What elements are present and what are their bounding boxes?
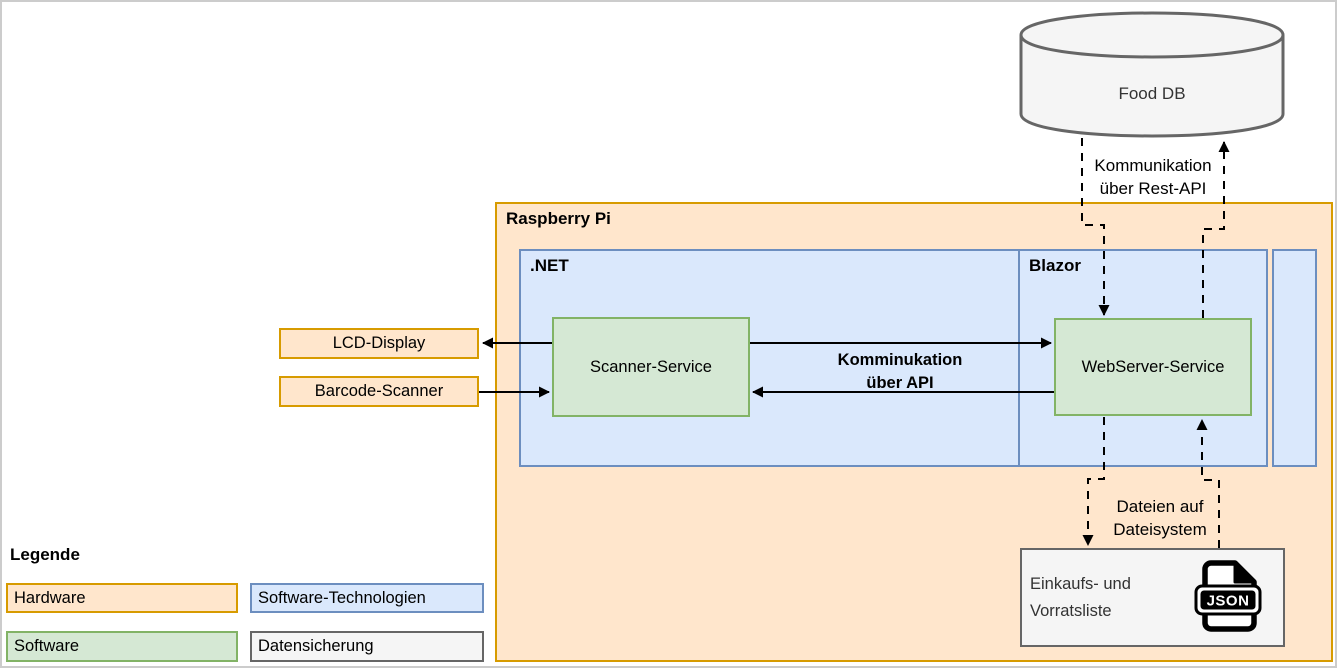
storage-list-node: Einkaufs- und Vorratsliste [1020,548,1285,647]
legend-item-hardware: Hardware [6,583,238,613]
blazor-side-strip [1272,249,1317,467]
webserver-service-node: WebServer-Service [1054,318,1252,416]
legend-item-datensicherung: Datensicherung [250,631,484,662]
edge-label-rest-api-line1: Kommunikation [1094,156,1212,175]
edge-label-files: Dateien auf Dateisystem [1113,495,1207,541]
lcd-display-label: LCD-Display [332,334,426,352]
edge-label-rest-api-line2: über Rest-API [1099,179,1207,198]
edge-label-rest-api: Kommunikation über Rest-API [1094,154,1211,200]
webserver-service-label: WebServer-Service [1081,357,1225,376]
legend-software-tech-label: Software-Technologien [258,588,426,607]
edge-label-files-line1: Dateien auf [1116,497,1204,516]
food-db-label: Food DB [1118,84,1186,103]
blazor-label: Blazor [1029,256,1081,275]
scanner-service-node: Scanner-Service [552,317,750,417]
edge-label-api-line2: über API [866,374,934,392]
legend-hardware-label: Hardware [14,588,86,607]
lcd-display-node: LCD-Display [279,328,479,359]
edge-label-files-line2: Dateisystem [1113,520,1207,539]
legend-software-label: Software [14,637,80,655]
food-db-cylinder-shape [1019,11,1285,138]
legend-datensicherung-label: Datensicherung [258,637,374,655]
legend-item-software-technologien: Software-Technologien [250,583,484,613]
edge-label-api-line1: Komminukation [837,351,963,369]
legend-item-software: Software [6,631,238,662]
dotnet-label: .NET [530,256,569,275]
barcode-scanner-node: Barcode-Scanner [279,376,479,407]
legend-title: Legende [10,545,80,564]
barcode-scanner-label: Barcode-Scanner [314,382,444,400]
edge-label-api: Komminukation über API [838,349,963,395]
raspberry-pi-label: Raspberry Pi [506,209,611,228]
storage-list-label-line2: Vorratsliste [1030,601,1112,620]
scanner-service-label: Scanner-Service [590,357,712,376]
storage-list-label-line1: Einkaufs- und [1030,574,1131,593]
